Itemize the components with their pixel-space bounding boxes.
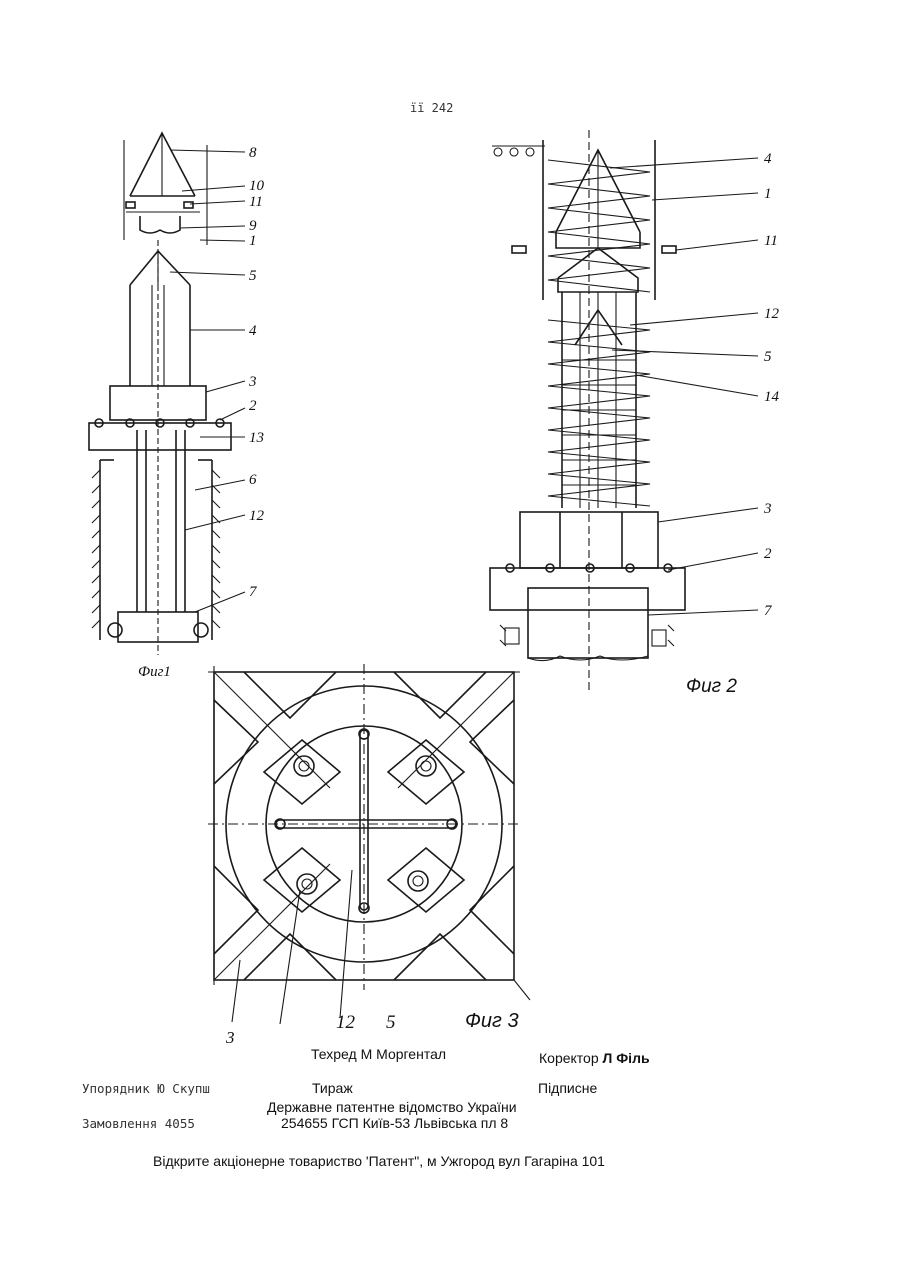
fig3-label-3: 3 [225, 1028, 235, 1047]
publisher-line: Відкрите акціонерне товариство 'Патент",… [153, 1153, 605, 1169]
order-line: Замовлення 4055 [82, 1116, 195, 1131]
techred-line: Техред М Моргентал [311, 1046, 446, 1062]
corrector-line: Коректор Л Філь [539, 1050, 650, 1066]
subscription-line: Підписне [538, 1080, 597, 1096]
fig3-plan-view [208, 664, 530, 1024]
office-line: Державне патентне відомство України [267, 1099, 517, 1115]
fig3-label-5: 5 [386, 1012, 396, 1033]
compiler-line: Упорядник Ю Скупш [82, 1081, 210, 1096]
fig3-label-12: 12 [336, 1012, 356, 1033]
corrector-prefix: Коректор [539, 1050, 599, 1066]
fig3-labels: 3 12 5 [225, 1012, 396, 1047]
corrector-name: Л Філь [603, 1050, 650, 1066]
circulation-line: Тираж [312, 1080, 353, 1096]
address-line: 254655 ГСП Київ-53 Львівська пл 8 [281, 1115, 508, 1131]
fig3-caption: Фиг 3 [465, 1010, 519, 1033]
